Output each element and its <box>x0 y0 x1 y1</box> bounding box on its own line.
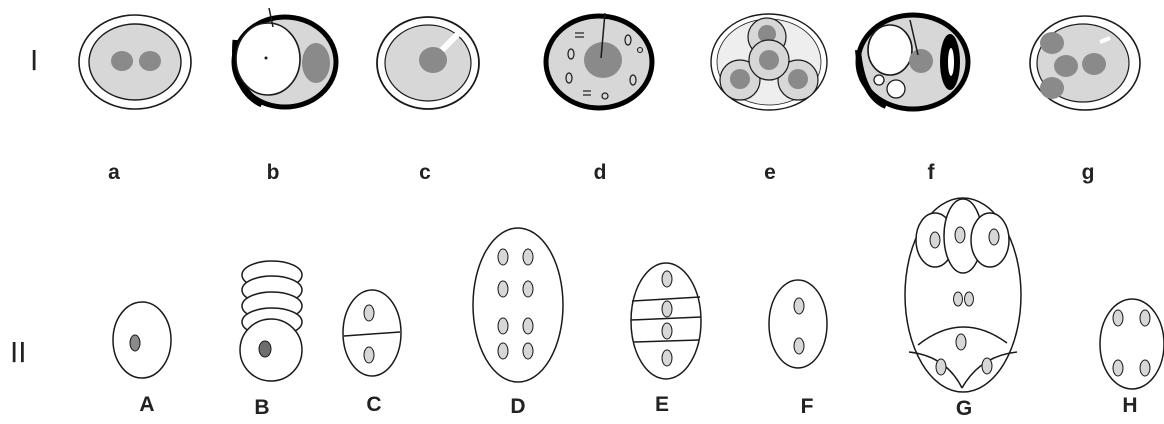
figure-B <box>239 260 303 382</box>
row-label-II: II <box>10 336 27 369</box>
label-B: B <box>254 396 270 419</box>
figure-g <box>1029 15 1141 111</box>
label-A: A <box>139 393 155 416</box>
figure-C <box>342 289 402 377</box>
label-C: C <box>366 393 382 416</box>
label-g: g <box>1081 161 1095 184</box>
label-e: e <box>764 161 776 184</box>
label-f: f <box>927 161 935 184</box>
row-label-I: I <box>30 44 39 77</box>
label-a: a <box>108 161 120 184</box>
figure-b <box>231 7 339 110</box>
label-H: H <box>1122 394 1138 417</box>
figure-f <box>855 12 971 112</box>
figure-G <box>904 197 1022 393</box>
label-D: D <box>510 395 526 418</box>
figure-H <box>1099 298 1164 390</box>
figure-a <box>78 14 192 110</box>
figure-F <box>768 279 828 369</box>
figure-d <box>543 12 655 111</box>
label-c: c <box>419 161 431 184</box>
figure-e <box>710 13 828 111</box>
figure-E <box>630 262 702 380</box>
figure-c <box>376 16 480 110</box>
label-F: F <box>800 395 814 418</box>
figure-D <box>472 227 564 383</box>
label-E: E <box>654 393 670 416</box>
label-G: G <box>955 397 973 420</box>
label-b: b <box>266 161 280 184</box>
label-d: d <box>593 161 607 184</box>
figure-A <box>112 301 172 379</box>
